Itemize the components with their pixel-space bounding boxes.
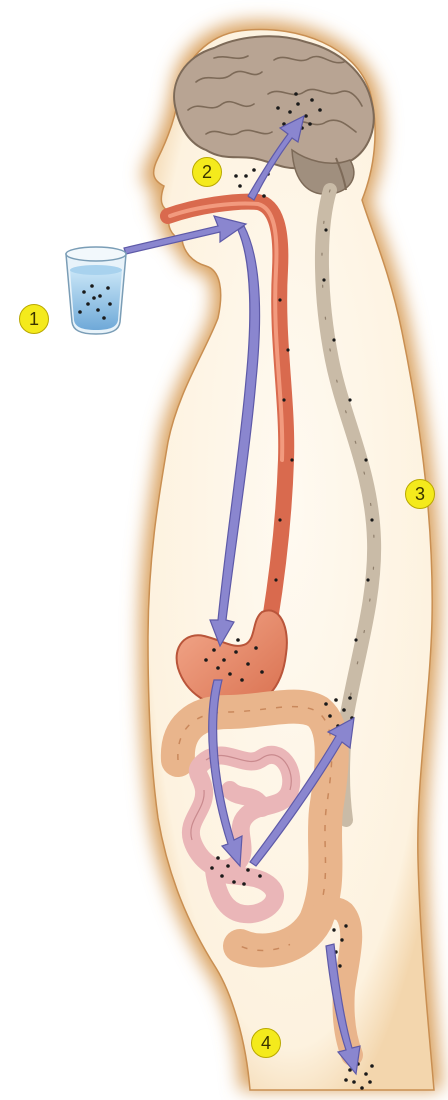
marker-2: 2 bbox=[192, 157, 222, 187]
marker-3: 3 bbox=[405, 479, 435, 509]
marker-4: 4 bbox=[251, 1028, 281, 1058]
glass-of-water-icon bbox=[66, 247, 126, 334]
marker-1: 1 bbox=[19, 304, 49, 334]
